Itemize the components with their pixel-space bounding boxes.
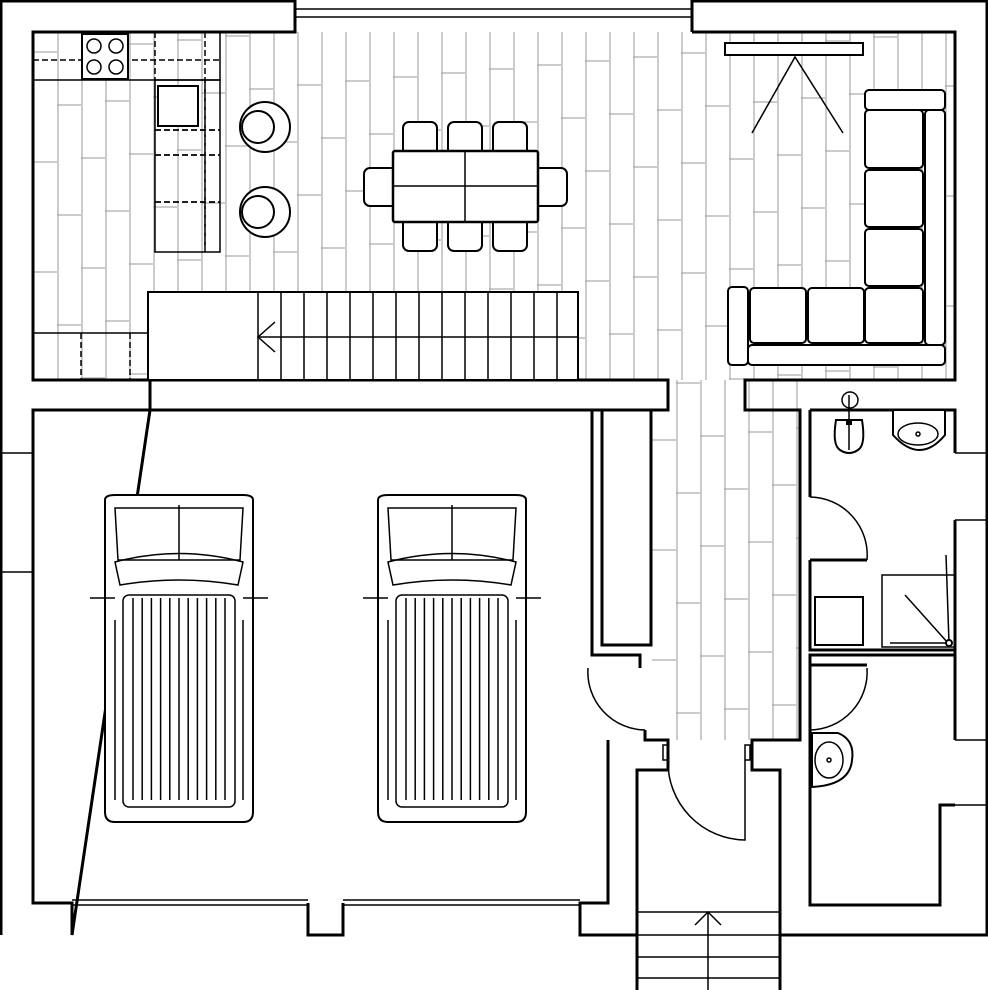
door-swing-icon[interactable] (587, 496, 868, 841)
sofa-icon (727, 89, 946, 366)
sink-icon (157, 85, 199, 127)
staircase-icon (147, 291, 579, 381)
tv-unit-icon (724, 42, 864, 134)
kitchen-counter (32, 31, 221, 381)
car-icon (90, 494, 268, 823)
washbasin-icon (892, 409, 946, 451)
car-windshield (387, 552, 517, 586)
toilet-icon (833, 391, 865, 454)
car-windshield (114, 552, 244, 586)
washbasin-icon (811, 732, 854, 789)
car-roof (395, 594, 509, 808)
car-hood (114, 507, 244, 561)
dining-set (363, 121, 568, 252)
car-hood (387, 507, 517, 561)
car-roof (122, 594, 236, 808)
window-icon (1, 8, 987, 906)
stove-icon (81, 33, 129, 80)
staircase-icon (637, 910, 780, 990)
bar-stool-icon (239, 101, 291, 238)
car-side (114, 620, 244, 800)
car-icon (363, 494, 541, 823)
washing-machine-icon (814, 596, 864, 646)
shower-icon (881, 554, 956, 648)
car-side (387, 620, 517, 800)
